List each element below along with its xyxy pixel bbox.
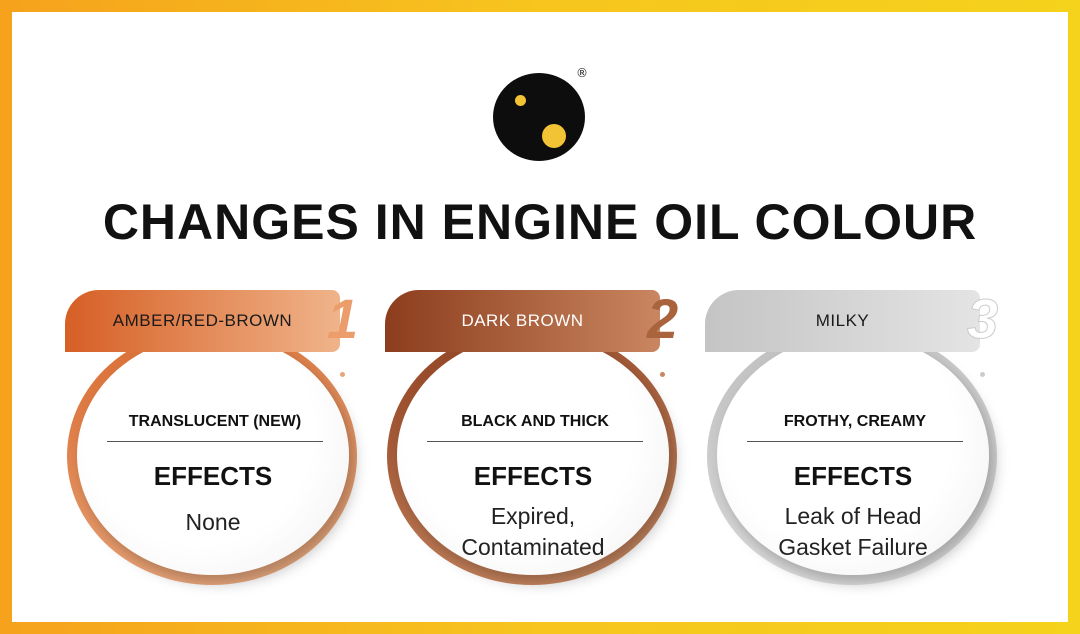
effects-text: None — [185, 509, 241, 535]
colour-banner: AMBER/RED-BROWN — [65, 290, 340, 352]
colour-banner: DARK BROWN — [385, 290, 660, 352]
colour-banner: MILKY — [705, 290, 980, 352]
card-circle: BLACK AND THICK EFFECTS Expired, Contami… — [397, 335, 669, 575]
card-1: TRANSLUCENT (NEW) EFFECTS None AMBER/RED… — [65, 287, 365, 590]
registered-mark: ® — [576, 66, 588, 80]
effects-label: EFFECTS — [793, 461, 913, 491]
card-circle: FROTHY, CREAMY EFFECTS Leak of Head Gask… — [717, 335, 989, 575]
effects-label: EFFECTS — [153, 461, 273, 491]
appearance: BLACK AND THICK — [427, 413, 643, 442]
card-number: 2 — [647, 287, 679, 350]
appearance: FROTHY, CREAMY — [747, 413, 963, 442]
card-number: 3 — [966, 287, 999, 351]
card-2: BLACK AND THICK EFFECTS Expired, Contami… — [385, 287, 685, 590]
effects-text: Expired, Contaminated — [461, 503, 605, 560]
effects-label: EFFECTS — [473, 461, 593, 491]
effects-text: Leak of Head Gasket Failure — [778, 503, 928, 560]
accent-dot — [660, 372, 665, 377]
accent-dot — [980, 372, 985, 377]
accent-dot — [340, 372, 345, 377]
card-circle: TRANSLUCENT (NEW) EFFECTS None — [77, 335, 349, 575]
appearance: TRANSLUCENT (NEW) — [107, 413, 323, 442]
page-title: CHANGES IN ENGINE OIL COLOUR — [102, 194, 978, 250]
card-3: FROTHY, CREAMY EFFECTS Leak of Head Gask… — [705, 287, 1005, 590]
logo-icon — [493, 73, 585, 161]
card-number: 1 — [327, 287, 359, 350]
